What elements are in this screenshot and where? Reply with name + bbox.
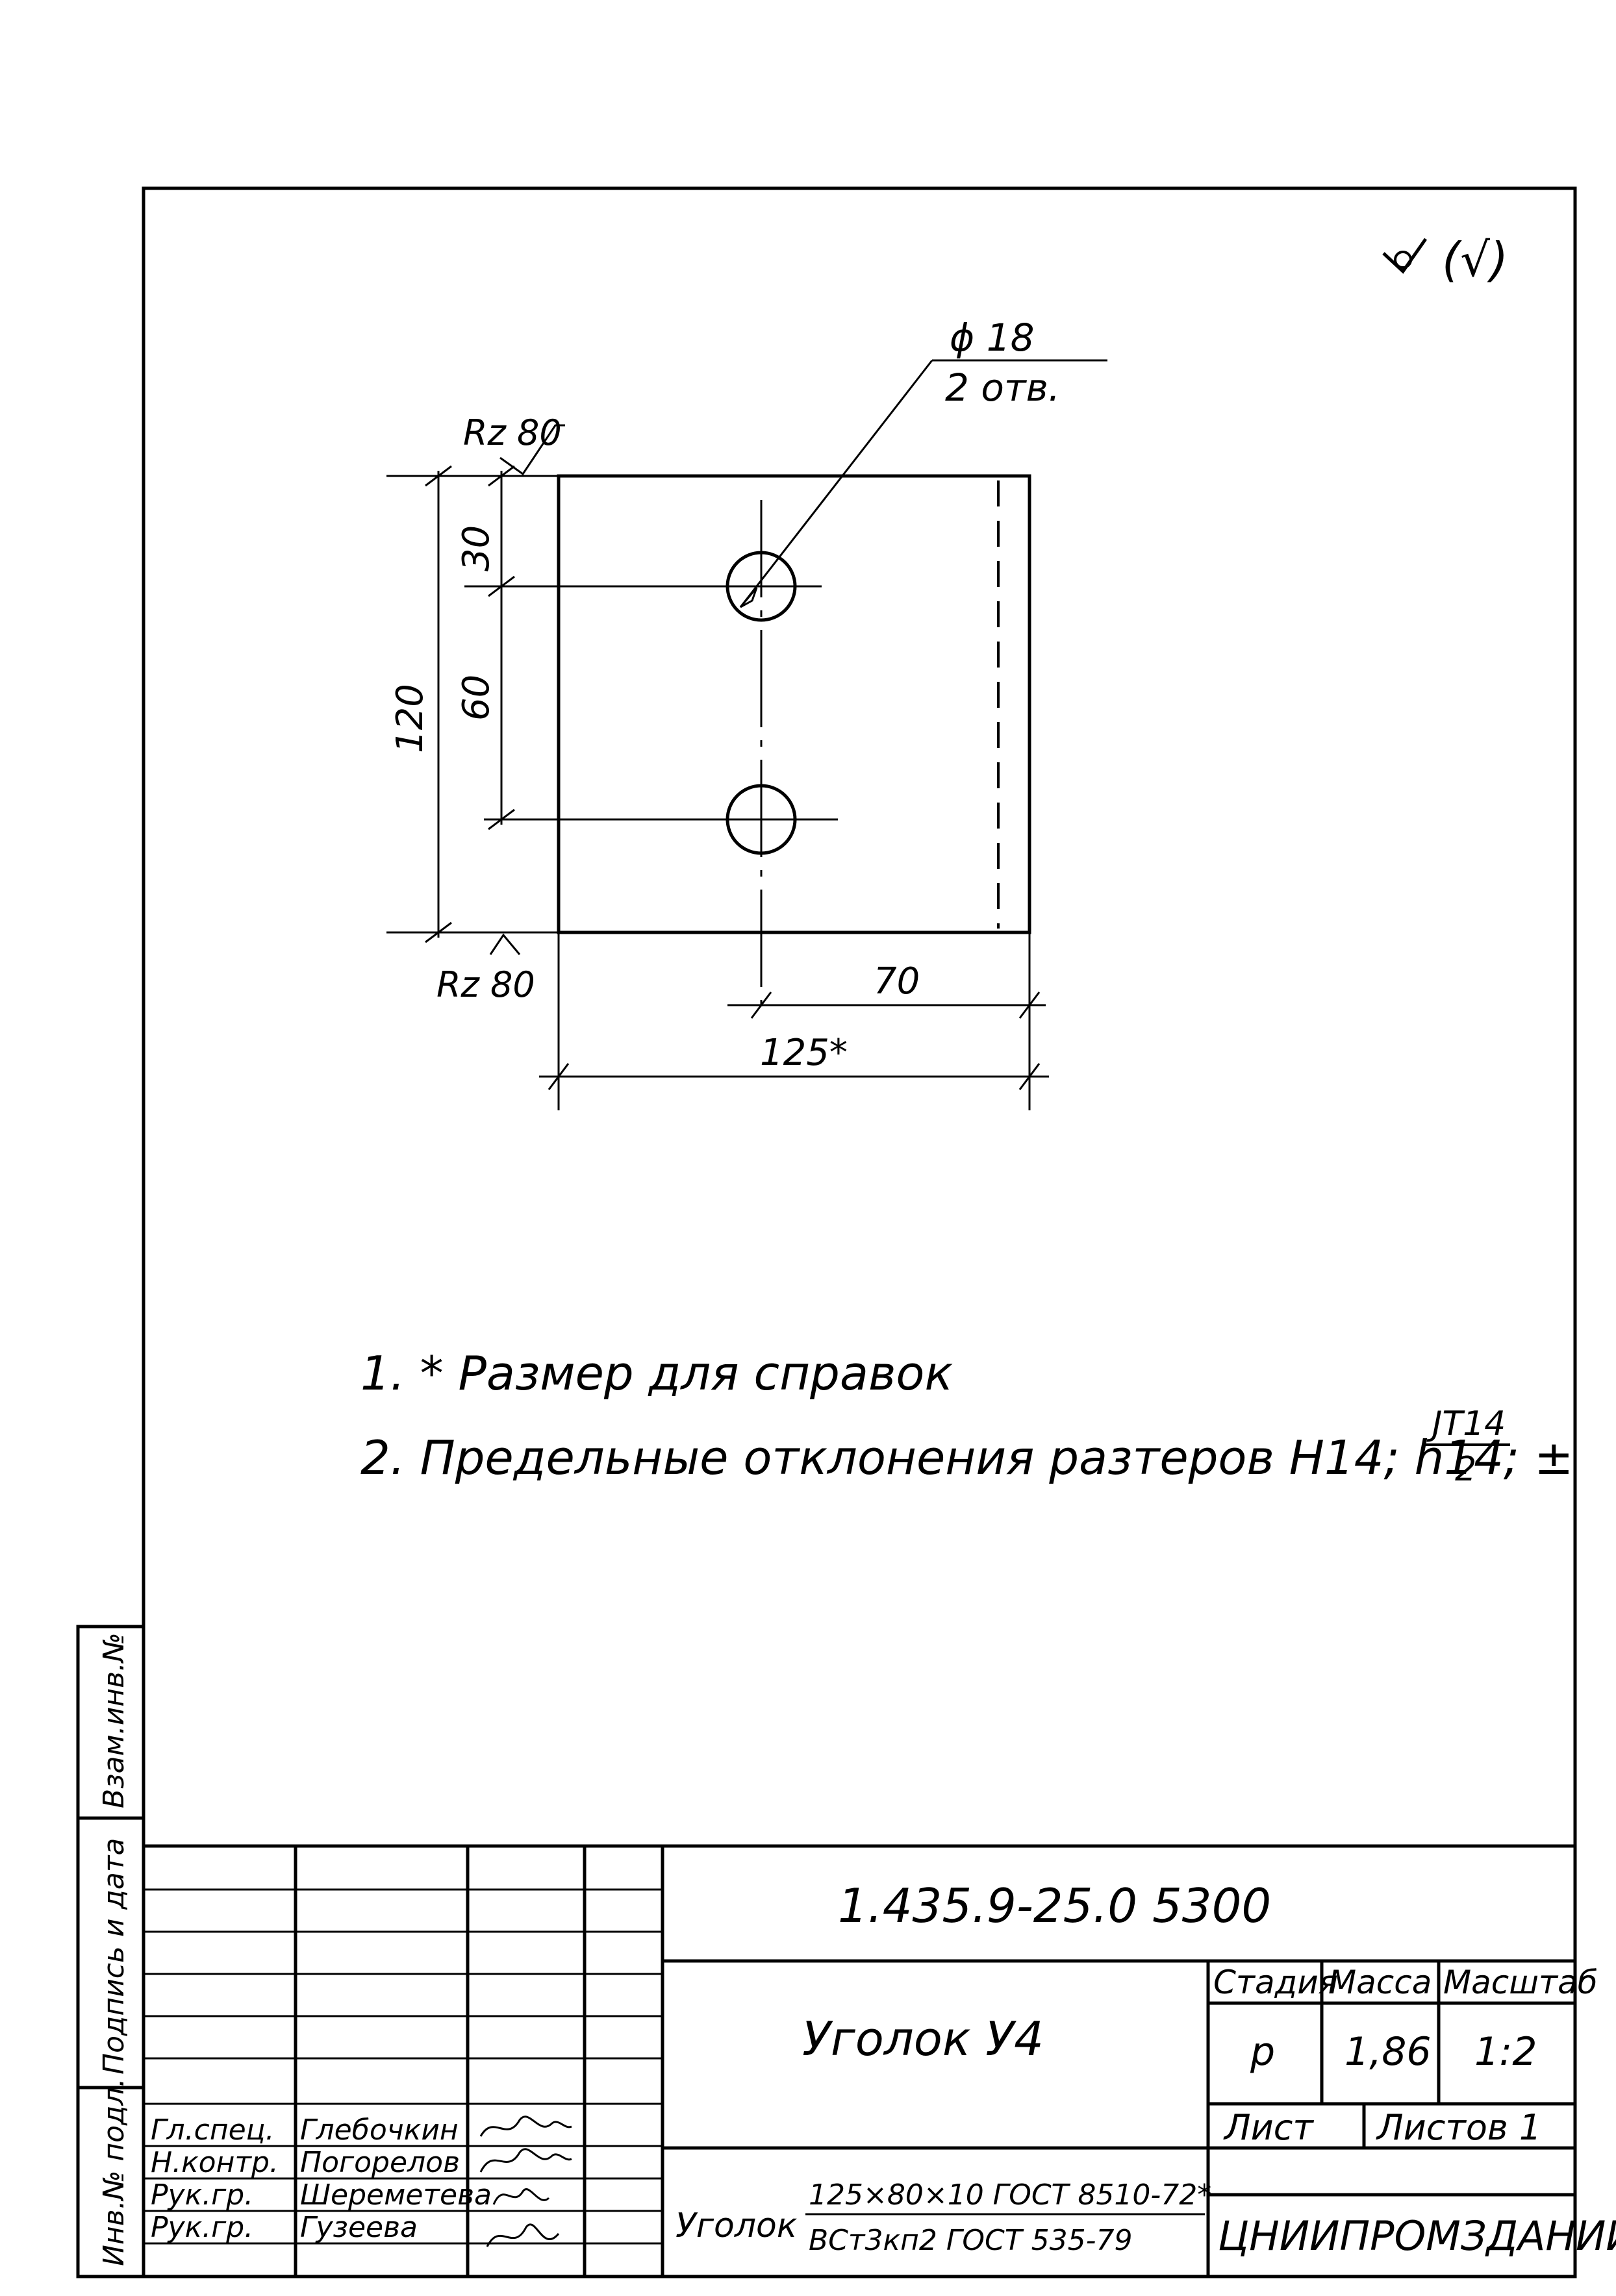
roughness-bottom: Rz 80	[436, 933, 535, 1005]
side-strip	[76, 1625, 145, 2278]
role-3: Рук.гр.	[151, 2178, 253, 2212]
dimensions	[386, 465, 1049, 1110]
name-4: Гузеева	[300, 2211, 418, 2244]
side-strip-vzam: Взам.инв.№	[97, 1632, 131, 1808]
sheet-label: Лист	[1223, 2107, 1314, 2148]
title-block-grid	[144, 1844, 1575, 2277]
material-prefix: Уголок	[675, 2206, 798, 2245]
role-4: Рук.гр.	[151, 2211, 253, 2244]
note-2: 2. Предельные отклонения разтеров H14; h…	[360, 1430, 1573, 1485]
header-scale: Масштаб	[1443, 1964, 1598, 2001]
roughness-bottom-text: Rz 80	[436, 964, 535, 1005]
dim-60: 60	[455, 675, 498, 721]
role-2: Н.контр.	[151, 2146, 279, 2179]
dim-30: 30	[455, 525, 498, 571]
doc-number: 1.435.9-25.0 5300	[838, 1878, 1271, 1933]
hole-count-text: 2 отв.	[945, 366, 1060, 410]
dim-125: 125*	[760, 1032, 848, 1074]
hole-diameter-text: ϕ 18	[950, 316, 1035, 360]
header-stage: Стадия	[1213, 1964, 1338, 2001]
roughness-top-icon	[499, 424, 565, 476]
tolerance-fraction: JT14 2	[1426, 1404, 1510, 1489]
material-designation: Уголок 125×80×10 ГОСТ 8510-72* ВСт3кп2 Г…	[675, 2178, 1211, 2257]
dim-70: 70	[874, 960, 920, 1003]
roughness-top: Rz 80	[463, 412, 565, 476]
roughness-top-text: Rz 80	[463, 412, 562, 453]
material-numerator: 125×80×10 ГОСТ 8510-72*	[809, 2178, 1211, 2212]
part-name: Уголок У4	[802, 2012, 1044, 2066]
title-block-rows	[144, 1888, 663, 2245]
part-view	[557, 474, 1031, 1013]
plate-outline	[557, 474, 1031, 934]
signature-3	[492, 2188, 550, 2205]
tolerance-numerator: JT14	[1426, 1404, 1506, 1443]
signature-2	[479, 2148, 572, 2173]
material-denominator: ВСт3кп2 ГОСТ 535-79	[809, 2224, 1132, 2257]
tolerance-denominator: 2	[1455, 1450, 1476, 1489]
roughness-bottom-icon	[489, 933, 521, 955]
value-stage: р	[1250, 2029, 1275, 2075]
sheets-label: Листов 1	[1376, 2107, 1541, 2148]
value-scale: 1:2	[1474, 2029, 1537, 2075]
header-mass: Масса	[1328, 1964, 1432, 2001]
side-strip-podpis: Подпись и дата	[97, 1838, 131, 2075]
sheet-frame	[142, 186, 1577, 2278]
hole-callout: ϕ 18 2 отв.	[739, 316, 1107, 608]
dim-120: 120	[389, 684, 431, 753]
side-strip-inv-podl: Инв.№ подл.	[97, 2078, 131, 2266]
general-roughness-text: (√)	[1442, 232, 1508, 287]
roughness-check-icon	[1382, 238, 1428, 274]
value-mass: 1,86	[1345, 2029, 1432, 2075]
signature-4	[486, 2223, 560, 2247]
role-1: Гл.спец.	[151, 2114, 275, 2147]
note-1: 1. * Размер для справок	[360, 1346, 953, 1401]
organization: ЦНИИПРОМЗДАНИЙ	[1218, 2212, 1616, 2260]
name-2: Погорелов	[300, 2146, 460, 2179]
name-3: Шереметева	[300, 2178, 492, 2212]
general-roughness-mark: (√)	[1382, 232, 1508, 287]
signatures	[479, 2115, 572, 2247]
signature-1	[479, 2115, 572, 2137]
name-1: Глебочкин	[300, 2114, 459, 2147]
